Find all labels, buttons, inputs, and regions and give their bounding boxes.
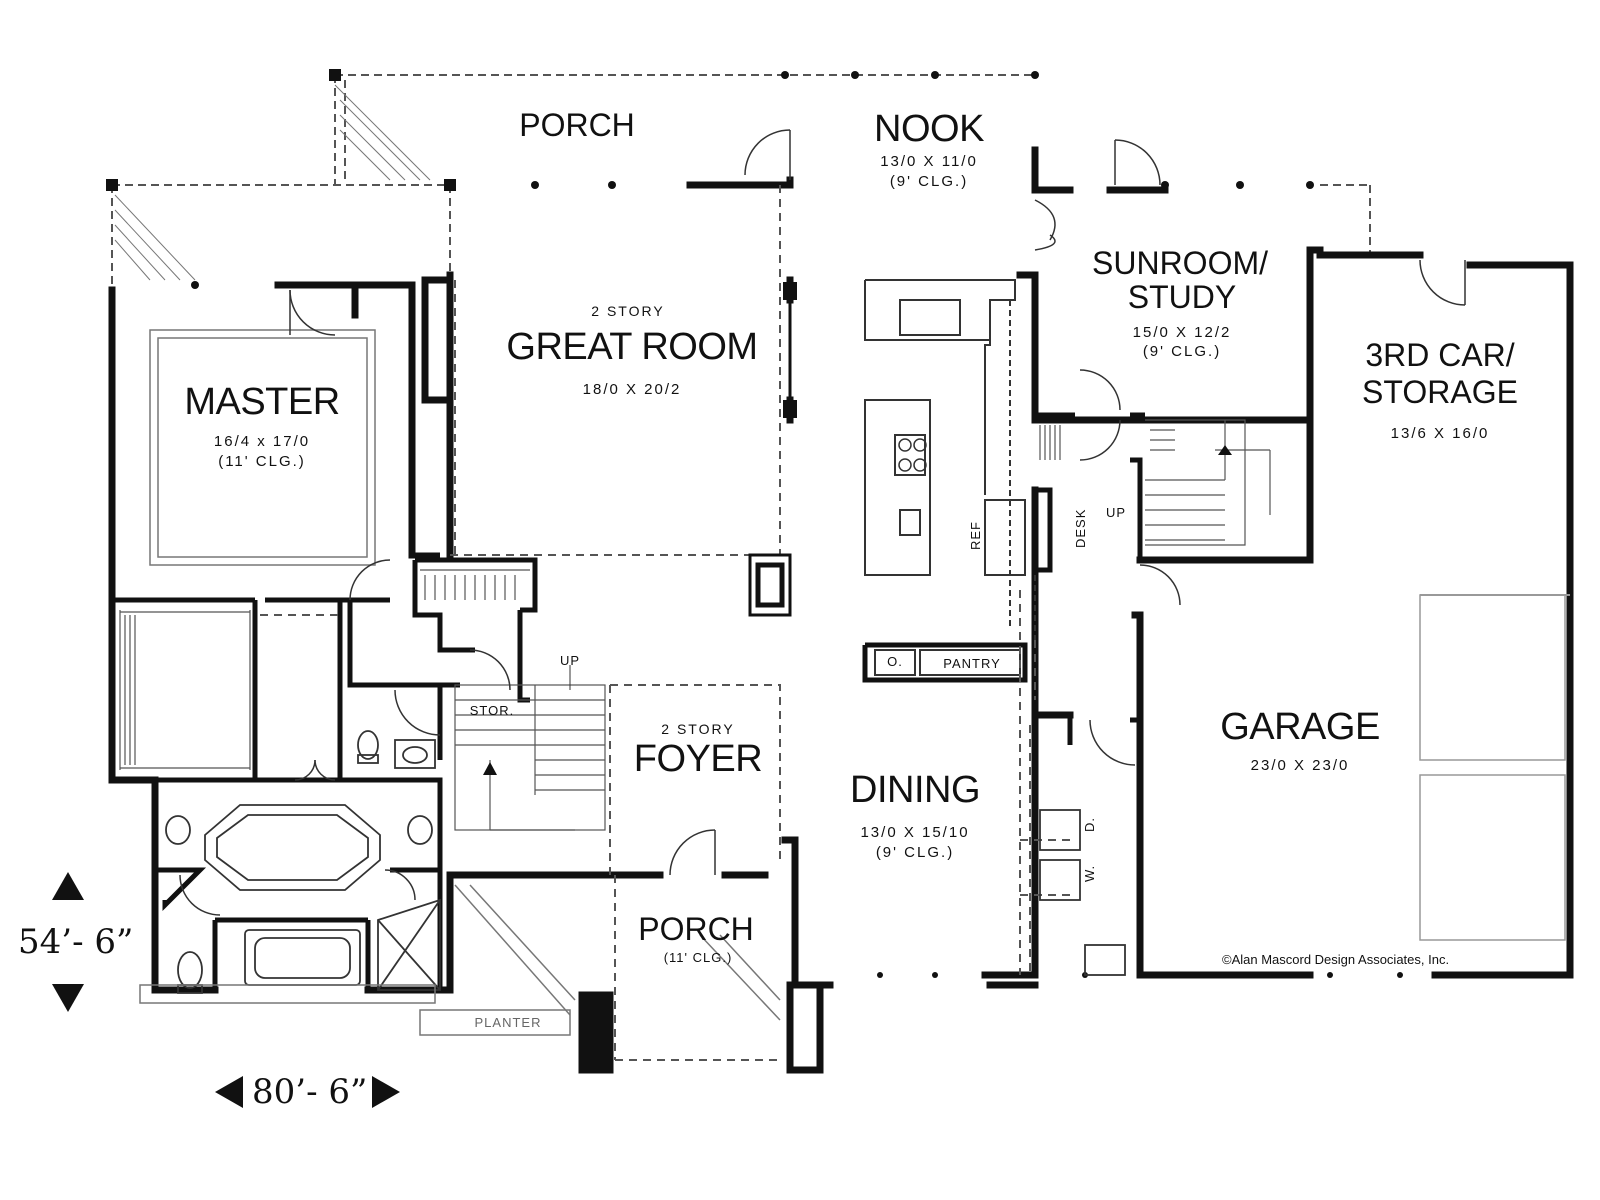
dimension-arrows	[52, 872, 400, 1108]
depth-dimension: 54’- 6”	[18, 922, 134, 962]
master-label: MASTER	[184, 381, 340, 423]
exterior-walls	[108, 146, 1574, 1074]
garage-label: GARAGE	[1220, 706, 1380, 748]
front-porch	[139, 884, 781, 1036]
side-stairs	[1145, 419, 1271, 546]
main-stairs	[454, 684, 606, 831]
copyright-text: ©Alan Mascord Design Associates, Inc.	[1222, 952, 1450, 967]
master-size: 16/4 x 17/0	[213, 433, 311, 450]
garage-doors	[1419, 594, 1566, 941]
stair-up-label: UP	[559, 653, 581, 668]
garage-size: 23/0 X 23/0	[1250, 757, 1350, 774]
third-car-size: 13/6 X 16/0	[1390, 425, 1490, 442]
porch-stair-hatch	[114, 84, 431, 281]
stair-arrow-main	[483, 762, 497, 775]
dining-ceiling: (9' CLG.)	[875, 844, 955, 861]
master-ceiling: (11' CLG.)	[218, 453, 306, 470]
nook-size: 13/0 X 11/0	[880, 153, 978, 170]
width-dimension: 80’- 6”	[252, 1072, 368, 1112]
great-room-note: 2 STORY	[591, 303, 665, 319]
great-room-label: GREAT ROOM	[506, 326, 758, 368]
closet-shelving	[119, 425, 1061, 770]
nook-ceiling: (9' CLG.)	[889, 173, 969, 190]
foyer-label: FOYER	[633, 738, 763, 780]
door-swings	[179, 129, 1466, 916]
sunroom-label-line1: SUNROOM/	[1092, 245, 1268, 281]
washer-label: W.	[1082, 864, 1097, 882]
dryer-label: D.	[1082, 817, 1097, 832]
kitchen-counters	[864, 279, 1036, 676]
third-car-label-line1: 3RD CAR/	[1365, 337, 1515, 373]
pantry-label: PANTRY	[943, 656, 1001, 671]
oven-label: O.	[887, 654, 903, 669]
ref-label: REF	[968, 521, 983, 550]
sunroom-size: 15/0 X 12/2	[1132, 324, 1232, 341]
planter-label: PLANTER	[474, 1015, 542, 1030]
fireplace	[748, 282, 797, 617]
master-tray-ceiling	[149, 329, 376, 566]
great-room-size: 18/0 X 20/2	[582, 381, 682, 398]
dining-size: 13/0 X 15/10	[860, 824, 970, 841]
sunroom-ceiling: (9' CLG.)	[1142, 343, 1222, 360]
bath-fixtures	[165, 730, 1126, 994]
nook-label: NOOK	[874, 108, 984, 150]
front-porch-ceiling: (11' CLG.)	[663, 950, 733, 965]
great-room-dashed	[260, 185, 1570, 1061]
third-car-label-line2: STORAGE	[1362, 374, 1518, 410]
storage-label: STOR.	[469, 703, 515, 718]
foyer-note: 2 STORY	[661, 721, 735, 737]
stair-arrow-side	[1218, 445, 1232, 455]
porch-posts	[106, 69, 1403, 978]
interior-walls	[112, 412, 1145, 990]
porch-top-label: PORCH	[519, 107, 635, 143]
desk-label: DESK	[1073, 508, 1088, 548]
front-porch-label: PORCH	[638, 911, 754, 947]
sunroom-label-line2: STUDY	[1127, 279, 1237, 315]
dining-label: DINING	[850, 769, 981, 811]
cooktop-burners	[898, 438, 927, 472]
side-stair-up-label: UP	[1105, 505, 1127, 520]
